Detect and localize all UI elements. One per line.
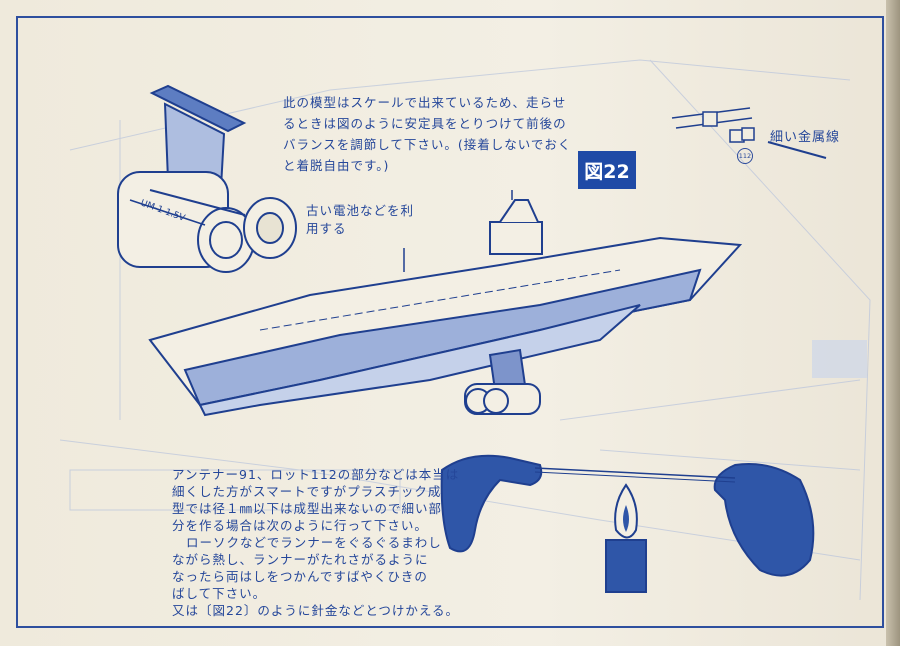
instruction-line: なったら両はしをつかんですばやくひきの [172, 569, 428, 584]
instruction-line: 型では径１㎜以下は成型出来ないので細い部 [172, 501, 443, 516]
instruction-line: 分を作る場合は次のように行って下さい。 [172, 518, 428, 533]
instruction-line: アンテナー91、ロット112の部分などは本当は [172, 467, 460, 482]
battery-stand-illustration [117, 84, 297, 273]
instruction-line: 又は〔図22〕のように針金などとつけかえる。 [172, 603, 460, 618]
figure-badge: 図22 [578, 151, 636, 189]
part-number-badge: 112 [737, 148, 753, 164]
instruction-line: ながら熱し、ランナーがたれさがるように [172, 552, 429, 567]
hands-candle-illustration [440, 454, 815, 593]
instruction-line: ばして下さい。 [172, 586, 267, 601]
instruction-line: ローソクなどでランナーをぐるぐるまわし [186, 535, 442, 550]
battery-note: 古い電池などを利用する [306, 203, 415, 236]
page-frame [16, 16, 884, 628]
page-edge [886, 0, 900, 646]
wire-detail-illustration [671, 107, 827, 159]
aircraft-carrier-illustration [148, 190, 743, 417]
stand-instruction-text: 此の模型はスケールで出来ているため、走らせるときは図のように安定具をとりつけて前… [283, 95, 572, 173]
antenna-instructions: アンテナー91、ロット112の部分などは本当は 細くした方がスマートですがプラス… [172, 466, 460, 619]
wire-note: 細い金属線 [770, 130, 841, 145]
instruction-line: 細くした方がスマートですがプラスチック成 [172, 484, 442, 499]
